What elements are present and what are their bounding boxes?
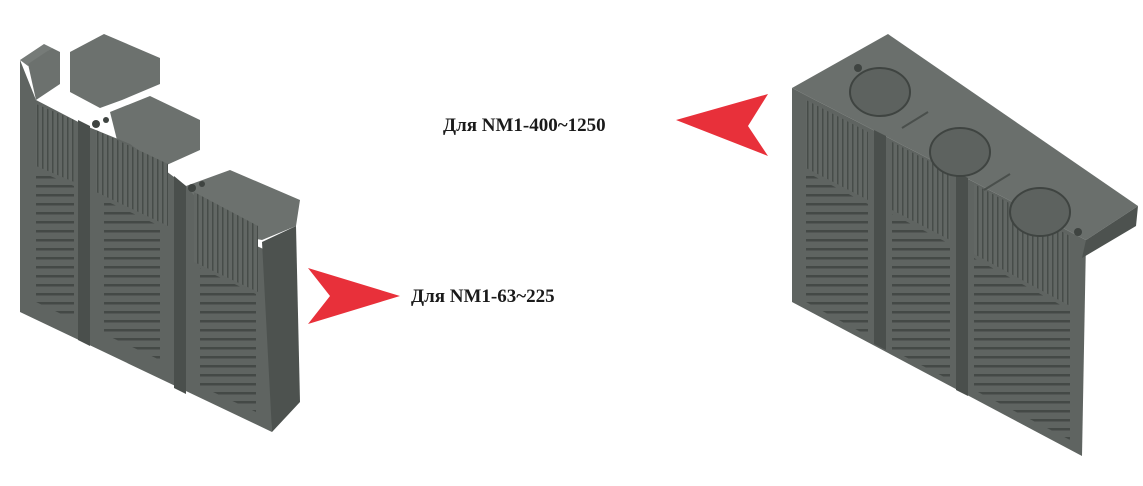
- knockout-circle-3: [1009, 187, 1071, 237]
- screw-1: [854, 64, 862, 72]
- knockout-circle-1: [849, 67, 911, 117]
- screw-2: [1074, 228, 1082, 236]
- large-cover-label: Для NM1-400~1250: [443, 115, 606, 136]
- arrow-right-icon: [308, 268, 400, 324]
- arrow-left-icon: [676, 94, 768, 156]
- small-terminal-cover: [20, 34, 300, 432]
- large-terminal-cover: [792, 34, 1138, 456]
- knockout-circle-2: [929, 127, 991, 177]
- top-tab-1: [70, 34, 160, 108]
- small-cover-label: Для NM1-63~225: [411, 286, 555, 307]
